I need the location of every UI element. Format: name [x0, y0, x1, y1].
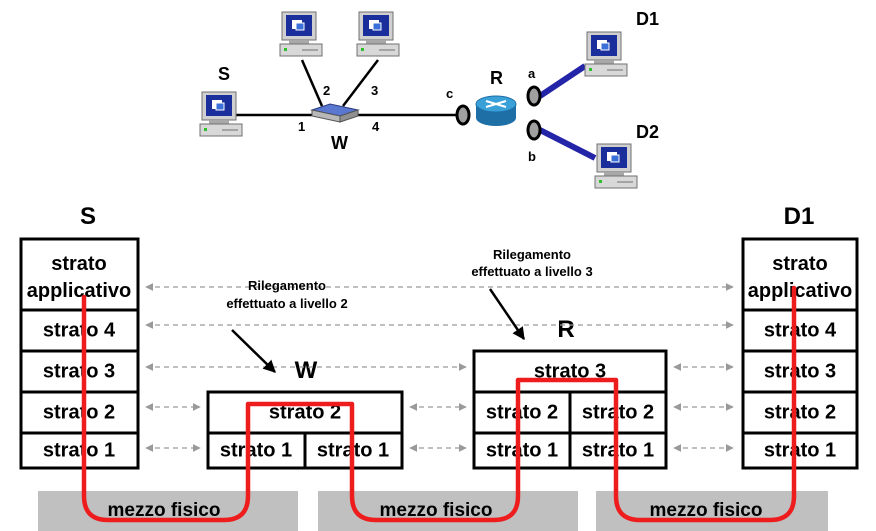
medium-label-2: mezzo fisico — [380, 500, 493, 521]
s-layer-4-label: strato 4 — [43, 319, 116, 341]
switch-port-1: 1 — [298, 119, 305, 134]
r-layer-2-left — [472, 390, 572, 435]
router-port-c — [455, 104, 471, 126]
host-s-label: S — [218, 64, 230, 84]
s-layer-3 — [19, 349, 140, 394]
stack-w: strato 2 strato 1 strato 1 — [206, 390, 404, 470]
annotation-l3: Rilegamento effettuato a livello 3 — [471, 247, 593, 341]
router-port-a-label: a — [528, 66, 536, 81]
link-r-d1 — [538, 63, 587, 99]
link-w-pc2 — [300, 59, 324, 107]
note-l2-line1: Rilegamento — [248, 278, 326, 293]
link-w-pc3 — [342, 59, 379, 107]
pc-icon — [356, 11, 400, 57]
host-d1-label: D1 — [636, 9, 659, 29]
note-l3-line2: effettuato a livello 3 — [471, 264, 592, 279]
router-port-c-label: c — [446, 86, 453, 101]
stack-r: strato 3 strato 2 strato 2 strato 1 stra… — [472, 349, 668, 470]
d1-app-layer — [741, 237, 859, 312]
switch-port-3: 3 — [371, 83, 378, 98]
d1-app-label-2: applicativo — [748, 280, 852, 302]
stack-d1-title: D1 — [784, 203, 815, 230]
stack-s: strato applicativo strato 4 strato 3 str… — [19, 237, 140, 470]
data-path — [81, 285, 797, 523]
switch-port-2: 2 — [323, 83, 330, 98]
router-label: R — [490, 68, 503, 88]
router-port-b — [526, 119, 542, 141]
pc-icon — [199, 91, 243, 137]
s-app-label-1: strato — [51, 253, 107, 275]
d1-layer-2-label: strato 2 — [764, 401, 836, 423]
w-layer-1-left-label: strato 1 — [220, 439, 292, 461]
s-app-label-2: applicativo — [27, 280, 131, 302]
switch-port-4: 4 — [372, 119, 380, 134]
pc-icon — [584, 31, 628, 77]
s-layer-1 — [19, 431, 140, 470]
stack-r-title: R — [557, 316, 574, 343]
d1-layer-3-label: strato 3 — [764, 360, 836, 382]
note-l3-arrow — [488, 288, 526, 341]
host-d2-label: D2 — [636, 122, 659, 142]
switch-icon — [310, 103, 360, 123]
note-l2-line2: effettuato a livello 2 — [226, 296, 347, 311]
stack-s-title: S — [80, 203, 96, 230]
r-layer-3-label: strato 3 — [534, 360, 606, 382]
physical-medium: mezzo fisico mezzo fisico mezzo fisico — [38, 491, 828, 531]
medium-segment-1 — [38, 491, 298, 531]
router-icon — [475, 95, 517, 126]
d1-layer-1-label: strato 1 — [764, 439, 836, 461]
s-layer-2-label: strato 2 — [43, 401, 115, 423]
s-layer-1-label: strato 1 — [43, 439, 115, 461]
medium-label-3: mezzo fisico — [650, 500, 763, 521]
note-l3-line1: Rilegamento — [493, 247, 571, 262]
d1-app-label-1: strato — [772, 253, 828, 275]
switch-label: W — [331, 133, 348, 153]
s-layer-3-label: strato 3 — [43, 360, 115, 382]
r-layer-1-left — [472, 431, 572, 470]
r-layer-1-left-label: strato 1 — [486, 439, 558, 461]
pc-icon — [594, 143, 638, 189]
router-port-a — [526, 85, 542, 107]
link-r-d2 — [538, 127, 597, 161]
annotation-l2: Rilegamento effettuato a livello 2 — [226, 278, 348, 373]
peer-arrows — [145, 283, 734, 452]
w-layer-1-left — [206, 431, 307, 470]
d1-layer-1 — [741, 431, 859, 470]
stack-d1: strato applicativo strato 4 strato 3 str… — [741, 237, 859, 470]
topology: S D1 D2 W R 1 2 3 4 a b c — [199, 9, 659, 189]
router-port-b-label: b — [528, 149, 536, 164]
w-layer-2-label: strato 2 — [269, 401, 341, 423]
stack-w-title: W — [295, 357, 318, 384]
pc-icon — [279, 11, 323, 57]
r-layer-2-left-label: strato 2 — [486, 401, 558, 423]
d1-layer-4-label: strato 4 — [764, 319, 837, 341]
medium-segment-2 — [318, 491, 578, 531]
medium-label-1: mezzo fisico — [108, 500, 221, 521]
note-l2-arrow — [231, 329, 276, 373]
